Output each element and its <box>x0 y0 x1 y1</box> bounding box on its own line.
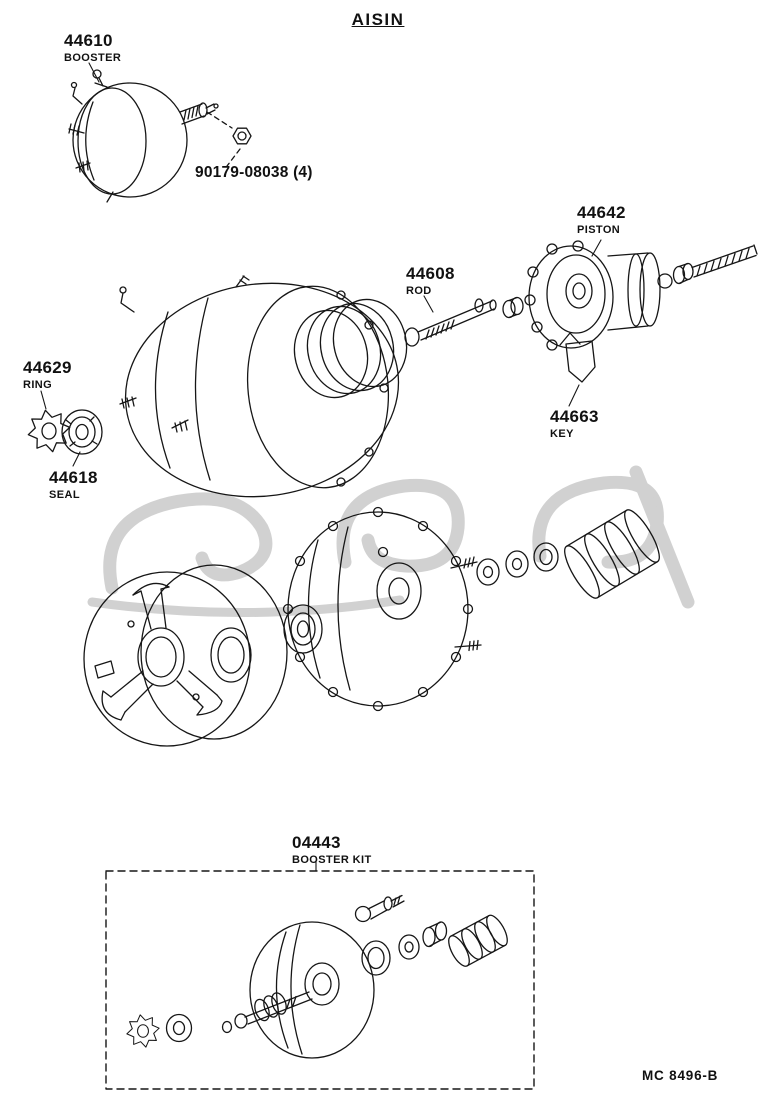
label-seal: 44618 SEAL <box>49 468 98 501</box>
part-name-rod: ROD <box>406 284 432 297</box>
label-mounting-nut: 90179-08038 (4) <box>195 164 313 182</box>
part-number-44610: 44610 <box>64 31 113 50</box>
part-number-90179-08038: 90179-08038 (4) <box>195 164 313 181</box>
booster-shell-drawing <box>119 275 400 498</box>
part-number-04443: 04443 <box>292 833 341 852</box>
part-number-44618: 44618 <box>49 468 98 487</box>
key-drawing <box>565 340 596 383</box>
return-spring-drawing <box>293 298 408 399</box>
part-number-44629: 44629 <box>23 358 72 377</box>
part-name-booster: BOOSTER <box>64 51 122 64</box>
part-number-44663: 44663 <box>550 407 599 426</box>
rod-drawing <box>404 296 524 347</box>
watermark-logo <box>87 465 695 617</box>
label-key: 44663 KEY <box>550 407 599 440</box>
part-name-seal: SEAL <box>49 488 80 501</box>
label-rod: 44608 ROD <box>406 264 455 297</box>
part-name-piston: PISTON <box>577 223 621 236</box>
label-ring: 44629 RING <box>23 358 72 391</box>
leader-lines <box>40 62 602 872</box>
mounting-nut-drawing <box>206 111 252 167</box>
kit-contents-drawing <box>126 894 508 1059</box>
plate-assembly-drawing <box>83 564 288 747</box>
washers-drawing <box>476 542 559 586</box>
part-name-key: KEY <box>550 427 574 440</box>
label-booster-kit: 04443 BOOSTER KIT <box>292 833 372 866</box>
part-number-44642: 44642 <box>577 203 626 222</box>
label-piston: 44642 PISTON <box>577 203 626 236</box>
ring-drawing <box>27 409 71 453</box>
seal-drawing <box>61 409 103 455</box>
label-booster: 44610 BOOSTER <box>64 31 121 64</box>
kit-box <box>105 870 535 1090</box>
booster-small-drawing <box>68 69 219 203</box>
boot-drawing <box>564 509 660 599</box>
part-name-ring: RING <box>23 378 53 391</box>
piston-drawing <box>524 240 758 351</box>
part-name-booster-kit: BOOSTER KIT <box>292 853 372 866</box>
page-title: AISIN <box>351 10 405 29</box>
cover-assembly-drawing <box>282 506 482 712</box>
part-number-44608: 44608 <box>406 264 455 283</box>
drawing-code: MC 8496-B <box>642 1068 719 1083</box>
